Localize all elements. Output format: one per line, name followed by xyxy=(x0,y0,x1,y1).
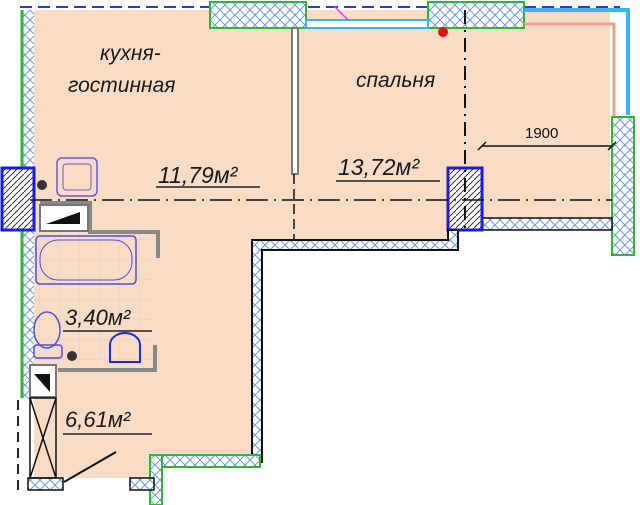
toilet-icon xyxy=(33,311,61,349)
entry-wall xyxy=(129,477,155,491)
partition-wall xyxy=(291,27,299,175)
balcony-width-dimension: 1900 xyxy=(525,125,558,142)
right-wall xyxy=(611,116,635,256)
bathtub-icon xyxy=(35,235,137,285)
bay-window xyxy=(524,8,630,115)
drain-icon xyxy=(37,180,47,190)
kitchen-name-line1: кухня- xyxy=(100,42,161,65)
top-wall-block xyxy=(427,1,525,29)
bedroom-name: спальня xyxy=(356,69,435,92)
marker-dot xyxy=(438,27,448,37)
toilet-tank xyxy=(33,344,63,359)
door-mark xyxy=(333,5,349,21)
bathroom-tiles xyxy=(34,232,154,362)
left-column xyxy=(0,166,36,232)
entry-wall xyxy=(27,477,64,491)
hallway-area: 6,61м² xyxy=(65,407,131,432)
bathroom-wall xyxy=(40,201,160,258)
dimension-tick xyxy=(607,141,617,151)
shaft-mark xyxy=(34,374,50,392)
balcony-wall xyxy=(481,217,613,231)
washbasin-icon xyxy=(109,332,141,363)
bathtub-inner xyxy=(39,239,133,281)
dimension-tick xyxy=(477,141,487,151)
top-wall-block xyxy=(209,1,307,29)
wardrobe-icon xyxy=(29,397,57,479)
bathroom-wall xyxy=(58,345,157,372)
entry-door xyxy=(63,451,117,483)
window xyxy=(305,19,429,29)
sink-icon-inner xyxy=(62,163,92,191)
outer-wall xyxy=(149,454,261,468)
shaft-mark xyxy=(46,212,80,224)
bedroom-area: 13,72м² xyxy=(338,154,420,180)
bathroom-area: 3,40м² xyxy=(65,305,131,330)
outer-wall xyxy=(251,229,459,463)
drain-icon xyxy=(67,351,77,361)
bay-border xyxy=(524,22,616,117)
sink-icon xyxy=(56,157,98,197)
kitchen-name-line2: гостинная xyxy=(68,74,175,97)
kitchen-area: 11,79м² xyxy=(158,162,239,188)
